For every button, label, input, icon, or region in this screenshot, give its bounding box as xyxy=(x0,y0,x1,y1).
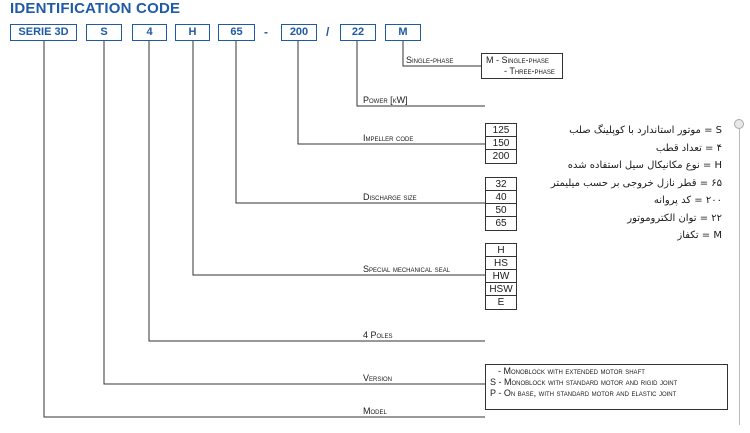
impeller-options-box: 125 150 200 xyxy=(485,123,517,164)
discharge-option: 32 xyxy=(486,178,516,191)
legend-line: ۲۰۰ = کد پروانه xyxy=(653,195,722,206)
legend-line: ۲۲ = توان الکتروموتور xyxy=(627,212,722,224)
seal-option: HS xyxy=(486,257,516,270)
version-option: P - On base, with standard motor and ela… xyxy=(490,388,677,398)
seal-option: HW xyxy=(486,270,516,283)
version-option: S - Monoblock with standard motor and ri… xyxy=(490,377,678,387)
code-box-discharge: 65 xyxy=(218,24,255,41)
seal-option: H xyxy=(486,244,516,257)
code-box-version: S xyxy=(86,24,122,41)
seal-options-box: H HS HW HSW E xyxy=(485,243,517,310)
discharge-options-box: 32 40 50 65 xyxy=(485,177,517,231)
label-single-phase: Single-phase xyxy=(406,55,454,65)
code-box-power: 22 xyxy=(340,24,376,41)
code-separator-dash: - xyxy=(264,25,268,39)
seal-option: HSW xyxy=(486,283,516,296)
code-box-poles: 4 xyxy=(132,24,167,41)
label-four-poles: 4 Poles xyxy=(363,330,393,340)
code-separator-slash: / xyxy=(326,25,330,39)
discharge-option: 40 xyxy=(486,191,516,204)
discharge-option: 65 xyxy=(495,218,507,229)
label-impeller-code: Impeller code xyxy=(363,133,414,143)
legend-line: M = تکفاز xyxy=(677,230,722,241)
label-discharge-size: Discharge size xyxy=(363,192,417,202)
label-version: Version xyxy=(363,373,393,383)
legend-line: H = نوع مکانیکال سیل استفاده شده xyxy=(567,160,722,171)
phase-option: - Three-phase xyxy=(504,66,555,76)
seal-option: E xyxy=(497,297,505,308)
scrollbar-thumb[interactable] xyxy=(734,119,744,129)
code-box-seal: H xyxy=(175,24,210,41)
label-model: Model xyxy=(363,406,387,416)
phase-options-box: M - Single-phase - Three-phase xyxy=(481,53,563,79)
code-box-serie: SERIE 3D xyxy=(10,24,77,41)
version-options-box: - Monoblock with extended motor shaft S … xyxy=(485,364,728,410)
impeller-option: 150 xyxy=(486,137,516,150)
persian-legend: S = موتور استاندارد با کوپلینگ صلب ۴ = ت… xyxy=(550,122,722,245)
impeller-option: 200 xyxy=(492,151,510,162)
legend-line: S = موتور استاندارد با کوپلینگ صلب xyxy=(569,125,722,136)
title: IDENTIFICATION CODE xyxy=(10,0,181,17)
version-option: - Monoblock with extended motor shaft xyxy=(498,366,645,376)
scrollbar-track[interactable] xyxy=(739,125,740,425)
legend-line: ۴ = تعداد قطب xyxy=(655,142,722,154)
impeller-option: 125 xyxy=(486,124,516,137)
code-box-impeller: 200 xyxy=(281,24,317,41)
discharge-option: 50 xyxy=(486,204,516,217)
code-box-phase: M xyxy=(385,24,421,41)
label-power: Power [kW] xyxy=(363,95,408,105)
phase-option: M - Single-phase xyxy=(486,55,549,65)
label-special-seal: Special mechanical seal xyxy=(363,264,451,274)
legend-line: ۶۵ = قطر نازل خروجی بر حسب میلیمتر xyxy=(550,177,722,189)
